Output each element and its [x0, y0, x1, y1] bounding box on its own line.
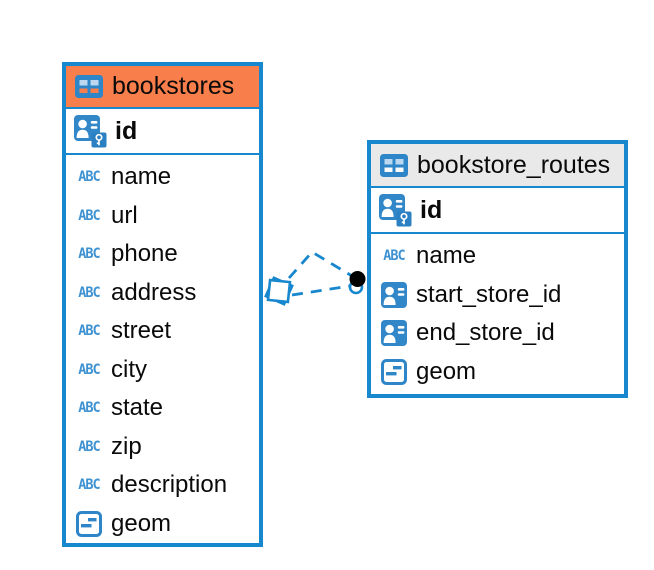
field-row-end_store_id[interactable]: end_store_id: [371, 314, 624, 353]
field-label: state: [111, 394, 164, 422]
field-list-bookstore-routes: ABC name start_store_id end_store_id geo…: [371, 234, 624, 394]
abc-glyph: ABC: [78, 399, 100, 417]
field-row-name[interactable]: ABC name: [66, 158, 259, 197]
field-label: name: [111, 163, 172, 191]
abc-glyph: ABC: [78, 438, 100, 456]
text-type-icon: ABC: [75, 322, 103, 340]
field-label: address: [111, 278, 197, 306]
pk-row-routes-id[interactable]: id: [371, 188, 624, 232]
relationship-edge-end-store[interactable]: [291, 284, 351, 297]
field-row-name[interactable]: ABC name: [371, 237, 624, 276]
reference-user-icon: [380, 320, 408, 347]
field-row-zip[interactable]: ABC zip: [66, 428, 259, 467]
pk-label: id: [420, 195, 443, 224]
geometry-type-icon: [380, 358, 408, 385]
field-row-geom[interactable]: geom: [371, 353, 624, 392]
field-row-state[interactable]: ABC state: [66, 389, 259, 428]
divider: [371, 232, 624, 234]
field-label: street: [111, 317, 172, 345]
relationship-target-marker[interactable]: [348, 271, 366, 295]
table-bookstore-routes[interactable]: bookstore_routes id ABC: [367, 140, 628, 398]
field-row-geom[interactable]: geom: [66, 505, 259, 544]
table-header-bookstore-routes[interactable]: bookstore_routes: [371, 144, 624, 186]
table-header-bookstores[interactable]: bookstores: [66, 66, 259, 107]
text-type-icon: ABC: [75, 207, 103, 225]
pk-row-bookstores-id[interactable]: id: [66, 109, 259, 153]
field-label: start_store_id: [416, 280, 562, 308]
user-key-icon: [74, 114, 107, 148]
user-key-icon: [379, 193, 412, 227]
text-type-icon: ABC: [75, 476, 103, 494]
field-label: geom: [111, 509, 172, 537]
table-icon: [380, 153, 408, 177]
abc-glyph: ABC: [78, 168, 100, 186]
field-label: description: [111, 471, 228, 499]
divider: [66, 107, 259, 109]
relationship-edge-start-store[interactable]: [287, 250, 353, 279]
field-list-bookstores: ABC name ABC url ABC phone ABC address A…: [66, 155, 259, 543]
field-row-start_store_id[interactable]: start_store_id: [371, 276, 624, 315]
pk-label: id: [115, 116, 138, 145]
table-title: bookstores: [112, 72, 235, 100]
field-row-city[interactable]: ABC city: [66, 351, 259, 390]
reference-user-icon: [380, 281, 408, 308]
field-label: phone: [111, 240, 178, 268]
text-type-icon: ABC: [75, 284, 103, 302]
field-label: end_store_id: [416, 319, 555, 347]
field-label: url: [111, 201, 138, 229]
field-row-url[interactable]: ABC url: [66, 197, 259, 236]
text-type-icon: ABC: [75, 245, 103, 263]
text-type-icon: ABC: [75, 438, 103, 456]
abc-glyph: ABC: [78, 284, 100, 302]
text-type-icon: ABC: [75, 399, 103, 417]
text-type-icon: ABC: [75, 168, 103, 186]
field-row-description[interactable]: ABC description: [66, 466, 259, 505]
field-row-street[interactable]: ABC street: [66, 312, 259, 351]
abc-glyph: ABC: [78, 322, 100, 340]
abc-glyph: ABC: [78, 361, 100, 379]
table-title: bookstore_routes: [417, 150, 611, 179]
field-label: city: [111, 355, 147, 383]
abc-glyph: ABC: [78, 476, 100, 494]
abc-glyph: ABC: [383, 247, 405, 265]
divider: [371, 186, 624, 188]
text-type-icon: ABC: [380, 247, 408, 265]
field-label: geom: [416, 357, 477, 385]
field-label: zip: [111, 432, 142, 460]
relationship-source-marker[interactable]: [264, 276, 294, 306]
abc-glyph: ABC: [78, 245, 100, 263]
field-row-address[interactable]: ABC address: [66, 274, 259, 313]
geometry-type-icon: [75, 510, 103, 537]
field-row-phone[interactable]: ABC phone: [66, 235, 259, 274]
table-icon: [75, 75, 103, 98]
text-type-icon: ABC: [75, 361, 103, 379]
divider: [66, 153, 259, 155]
field-label: name: [416, 242, 477, 270]
table-bookstores[interactable]: bookstores id ABC name: [62, 62, 263, 547]
abc-glyph: ABC: [78, 207, 100, 225]
